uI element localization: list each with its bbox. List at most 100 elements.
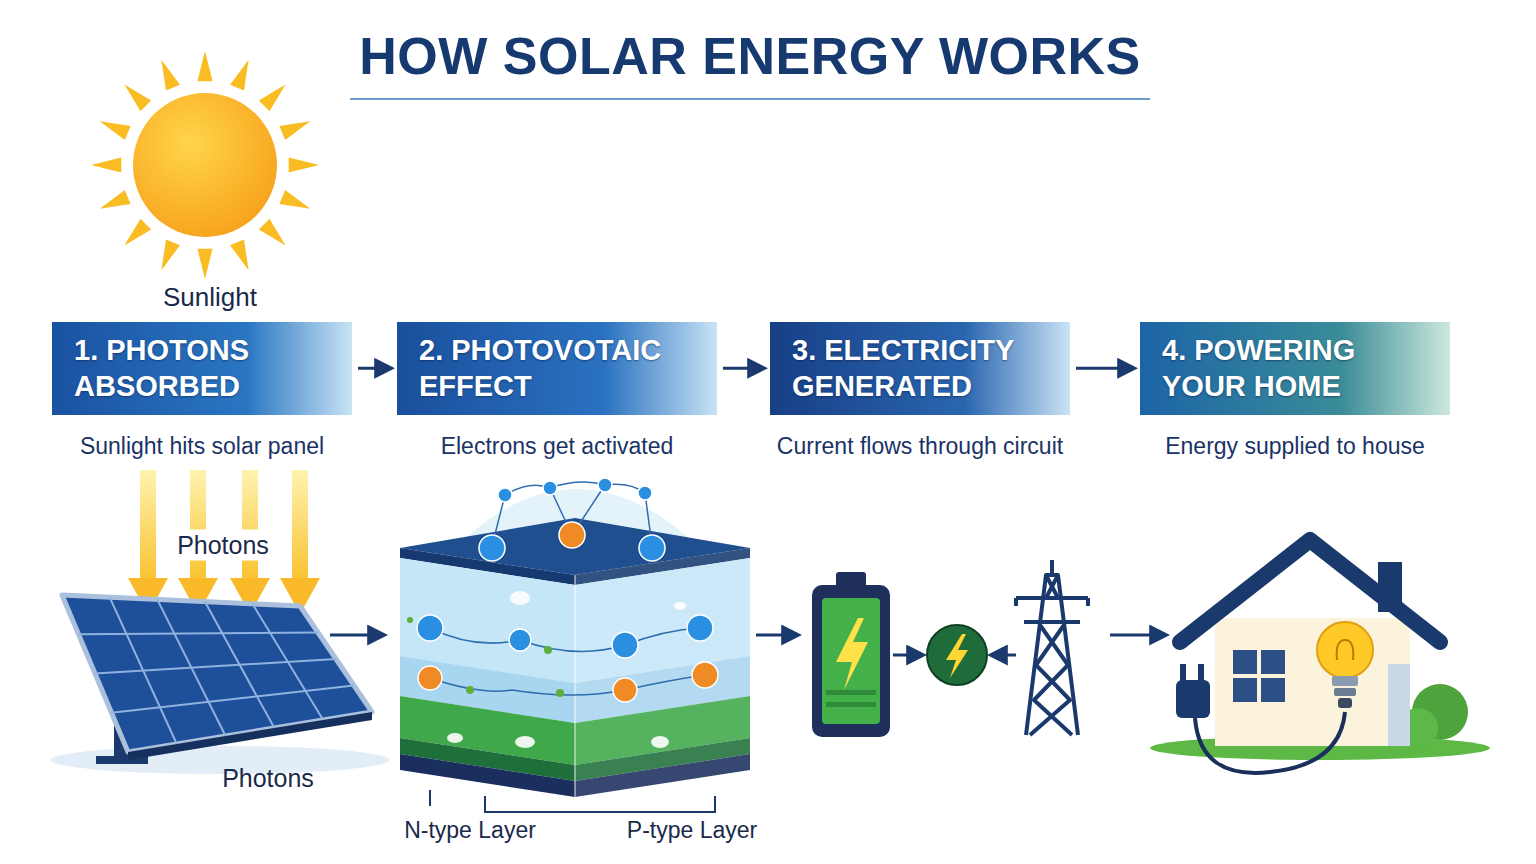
solar-panel: [128, 712, 372, 760]
solar-cell: [498, 488, 512, 502]
flow-arrows: [756, 634, 798, 637]
solar-cell: [407, 617, 564, 697]
step-box: 2. PHOTOVOTAIC EFFECT Electrons get activ…: [397, 322, 717, 460]
power-tower: [1086, 598, 1090, 606]
solar-cell: [574, 575, 576, 797]
sun-rays: [91, 157, 121, 172]
photon-label: Photons: [172, 530, 274, 561]
sun-rays: [197, 249, 212, 279]
sun-rays: [279, 121, 310, 140]
house-icon: [1180, 540, 1440, 642]
house-icon: [1215, 618, 1410, 746]
flow-arrows: [991, 654, 1016, 657]
solar-cell: [515, 736, 535, 748]
house-icon: [1388, 664, 1410, 746]
photon-beams: [190, 470, 206, 580]
step-description: Electrons get activated: [397, 433, 717, 460]
battery-icon: [812, 572, 890, 737]
solar-panel: [62, 595, 372, 752]
photon-label: Photons: [222, 764, 314, 793]
solar-cell: [575, 754, 750, 797]
solar-panel: [79, 633, 319, 635]
solar-cell: [430, 482, 705, 695]
sun-rays: [124, 219, 151, 246]
house-icon: [1338, 698, 1352, 708]
battery-icon: [826, 690, 876, 695]
solar-cell: [543, 481, 557, 495]
house-icon: [1180, 664, 1186, 682]
energy-node: [946, 634, 968, 678]
photon-beams: [140, 470, 308, 580]
battery-icon: [812, 585, 890, 737]
sun-rays: [161, 239, 180, 270]
house-icon: [1233, 650, 1285, 702]
title-underline: [350, 98, 1150, 100]
flow-arrows: [330, 634, 384, 637]
house-icon: [1317, 622, 1373, 678]
energy-node: [927, 625, 987, 685]
power-tower: [1030, 625, 1072, 735]
flow-arrows: [893, 654, 923, 657]
solar-cell: [651, 736, 669, 748]
step-box: 3. ELECTRICITY GENERATEDCurrent flows th…: [770, 322, 1070, 460]
sun-label: Sunlight: [163, 282, 257, 313]
solar-cell: [687, 615, 713, 641]
solar-cell: [556, 689, 564, 697]
sun-rays: [279, 190, 310, 209]
sun-rays: [230, 239, 249, 270]
flow-arrow: [723, 367, 764, 370]
solar-cell: [559, 522, 585, 548]
solar-cell: [692, 662, 718, 688]
sun-rays: [100, 190, 131, 209]
step-box: 1. PHOTONS ABSORBEDSunlight hits solar p…: [52, 322, 352, 460]
solar-cell: [613, 678, 637, 702]
sun-rays: [230, 60, 249, 91]
sun-rays: [259, 84, 286, 111]
flow-arrow: [358, 367, 391, 370]
house-icon: [1337, 640, 1354, 660]
battery-icon: [826, 702, 876, 707]
solar-cell: [544, 646, 552, 654]
step-heading: 3. ELECTRICITY GENERATED: [770, 322, 1070, 415]
solar-cell: [400, 478, 750, 797]
step-description: Energy supplied to house: [1140, 433, 1450, 460]
house-icon: [1176, 680, 1210, 718]
step-heading: 1. PHOTONS ABSORBED: [52, 322, 352, 415]
layer-bracket: [430, 790, 715, 812]
power-tower: [1046, 575, 1058, 598]
sun-rays: [259, 219, 286, 246]
solar-cell: [479, 535, 505, 561]
power-tower: [1016, 598, 1088, 622]
solar-cell: [400, 754, 575, 797]
sun-rays: [197, 51, 212, 81]
solar-cell: [509, 629, 531, 651]
house-icon: [1334, 688, 1356, 696]
solar-cell: [417, 478, 713, 658]
sun-disc: [133, 93, 277, 237]
house-icon: [1332, 676, 1358, 686]
diagram-title: HOW SOLAR ENERGY WORKS: [330, 26, 1170, 86]
solar-cell: [447, 591, 686, 748]
sun-rays: [161, 60, 180, 91]
step-heading: 4. POWERING YOUR HOME: [1140, 322, 1450, 415]
solar-cell: [418, 666, 442, 690]
house-icon: [1150, 540, 1490, 773]
sun-rays: [100, 121, 131, 140]
solar-cell: [466, 686, 474, 694]
sun-rays: [124, 84, 151, 111]
layer-bracket: [485, 796, 715, 812]
solar-cell: [639, 535, 665, 561]
step-box: 4. POWERING YOUR HOME Energy supplied to …: [1140, 322, 1450, 460]
house-icon: [1195, 712, 1345, 773]
battery-icon: [836, 618, 868, 690]
solar-panel: [95, 659, 336, 674]
battery-icon: [822, 598, 880, 724]
solar-panel: [50, 746, 390, 774]
layer-label: N-type Layer: [404, 817, 536, 844]
solar-cell: [638, 486, 652, 500]
solar-cell: [418, 522, 718, 702]
step-heading: 2. PHOTOVOTAIC EFFECT: [397, 322, 717, 415]
solar-cell: [400, 518, 750, 797]
sun-rays: [289, 157, 319, 172]
